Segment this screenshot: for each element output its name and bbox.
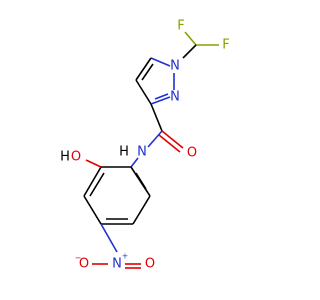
atom-o-nitro-2: O — [145, 257, 155, 272]
bond-ar-c4-c3 — [83, 195, 102, 225]
bond-ar-c6-c5 — [132, 195, 151, 225]
bonds — [83, 31, 219, 269]
bond-c4-c3 — [135, 79, 152, 105]
bond-nh-ring — [130, 157, 139, 168]
atom-n-amide: N — [137, 145, 147, 160]
atom-h-amide: H — [119, 145, 129, 160]
atom-o-hydroxyl: O — [71, 150, 81, 165]
bond-c-o-1 — [161, 130, 184, 149]
bond-c5-c4-inner — [141, 63, 154, 81]
nitro-plus-charge: + — [122, 252, 129, 261]
nitro-minus-charge: − — [75, 254, 82, 263]
bond-c-f1 — [184, 31, 197, 46]
bond-ar-c3-c2-inner — [89, 172, 105, 197]
bond-c-nnitro — [100, 223, 118, 253]
bond-chf2-n1 — [182, 44, 197, 59]
atom-labels: F F N N H N O H O N + O − O — [60, 19, 230, 272]
atom-n-nitro: N — [112, 257, 122, 272]
bond-c3-n2 — [150, 96, 171, 105]
molecule-structure-diagram: F F N N H N O H O N + O − O — [60, 19, 230, 272]
atom-o-carbonyl: O — [187, 146, 197, 161]
atom-h-hydroxyl: H — [60, 150, 70, 165]
atom-n-pyrazole-2: N — [170, 90, 180, 105]
bond-camide-nh — [147, 130, 163, 148]
bond-n1-c5 — [150, 57, 171, 67]
bond-ar-c3-c2 — [83, 166, 102, 197]
bond-c5-c4 — [135, 57, 152, 81]
bond-ar-c1-c6-inner — [135, 172, 147, 190]
bond-c-oh — [85, 159, 102, 168]
atom-n-pyrazole-1: N — [170, 59, 180, 74]
atom-f1: F — [177, 19, 184, 34]
atom-o-nitro-1: O — [79, 257, 89, 272]
bond-c-o-2 — [158, 134, 181, 153]
atom-f2: F — [222, 38, 229, 53]
bond-c3-n2-inner — [154, 93, 169, 100]
bond-c3-camide — [150, 103, 163, 132]
